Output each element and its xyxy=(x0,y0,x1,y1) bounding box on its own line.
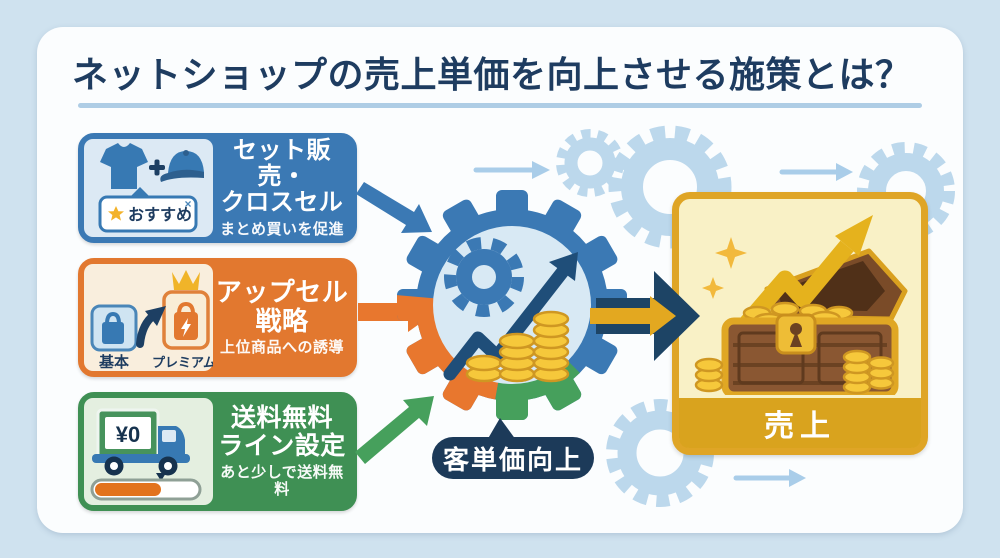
plus-icon xyxy=(149,159,165,176)
recommend-bubble: おすすめ × xyxy=(98,187,198,233)
upsell-illustration: 基本 プレミアム xyxy=(84,264,213,371)
strategy-box-upsell: 基本 プレミアム アップセル 戦略 上位商品への誘導 xyxy=(78,258,357,377)
bag-basic-icon xyxy=(90,304,138,352)
strategy-title-line1: 送料無料 xyxy=(230,404,333,432)
recommend-label: おすすめ xyxy=(128,206,192,224)
premium-label: プレミアム xyxy=(152,355,213,370)
result-box-sales: 売上 xyxy=(672,192,928,455)
title-underline xyxy=(78,103,922,108)
coin-stacks-icon xyxy=(694,349,895,395)
tshirt-icon xyxy=(100,143,148,189)
strategy-title-line2: クロスセル xyxy=(220,189,344,217)
strategy-title-line2: ライン設定 xyxy=(218,431,346,460)
cap-icon xyxy=(160,150,204,182)
crown-icon xyxy=(172,270,200,290)
strategy-title-line1: セット販売・ xyxy=(233,136,331,191)
strategy-subtitle: まとめ買いを促進 xyxy=(219,220,344,238)
star-icon xyxy=(108,206,124,221)
truck-price-label: ¥0 xyxy=(116,422,140,447)
strategy-box-free-shipping: ¥0 送料無料 ライン設定 あと少しで送料無料 xyxy=(78,392,357,511)
bag-premium-icon xyxy=(162,290,210,350)
cross-sell-illustration: おすすめ × xyxy=(84,139,213,237)
close-icon: × xyxy=(184,197,191,211)
page-title: ネットショップの売上単価を向上させる施策とは？ xyxy=(72,54,912,95)
strategy-box-cross-sell: おすすめ × セット販売・ クロスセル まとめ買いを促進 xyxy=(78,133,357,243)
strategy-subtitle: 上位商品への誘導 xyxy=(219,339,344,357)
progress-bar xyxy=(90,473,202,501)
treasure-chest-illustration xyxy=(679,199,921,398)
basic-label: 基本 xyxy=(98,353,129,371)
upgrade-arrow-icon xyxy=(136,306,166,348)
strategy-title-line1: アップセル xyxy=(215,277,349,308)
delivery-truck-icon: ¥0 xyxy=(92,408,190,476)
strategy-title-line2: 戦略 xyxy=(255,305,309,336)
sparkle-icon xyxy=(702,237,747,299)
sales-band: 売上 xyxy=(679,398,921,448)
strategy-subtitle: あと少しで送料無料 xyxy=(220,464,344,498)
customer-unit-price-label: 客単価向上 xyxy=(432,437,594,479)
pill-text: 客単価向上 xyxy=(442,444,583,475)
free-shipping-illustration: ¥0 xyxy=(84,398,213,505)
sales-label: 売上 xyxy=(764,410,836,443)
